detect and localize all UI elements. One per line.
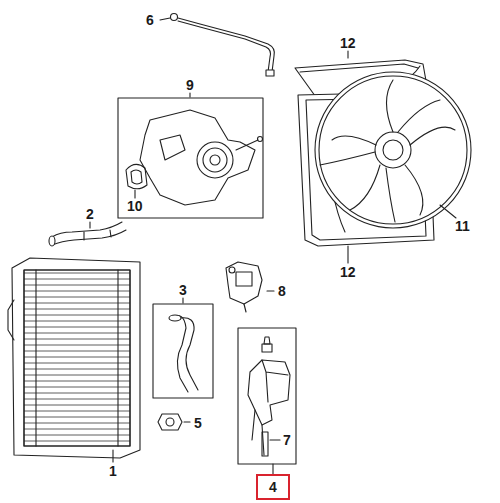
callout-number: 8 [278,284,286,298]
callout-number: 10 [127,199,143,213]
callout-number: 7 [283,433,291,447]
callout-number: 9 [186,78,194,92]
highlighted-callout-box: 4 [256,474,290,500]
callout-number: 1 [109,464,117,478]
callout-number: 4 [269,480,277,494]
callout-number: 3 [179,283,187,297]
callout-number: 5 [194,416,202,430]
callout-number: 12 [340,36,356,50]
callout-number: 11 [455,219,470,233]
callout-number: 12 [340,265,356,279]
callout-number: 6 [146,13,154,27]
callout-number: 2 [86,207,94,221]
